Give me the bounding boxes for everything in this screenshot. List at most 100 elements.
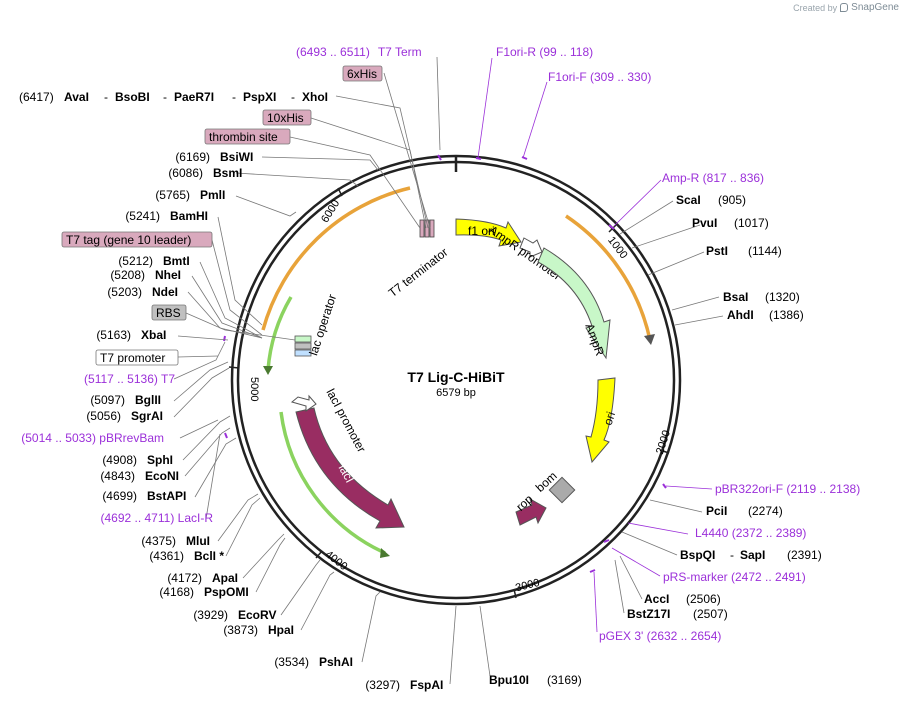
label-pcii[interactable]: PciI(2274): [706, 504, 783, 518]
label-ahdi[interactable]: AhdI (1386): [727, 308, 804, 322]
label-bspqi-pos: (2391): [787, 548, 822, 562]
label-mlui[interactable]: (4375)MluI: [141, 534, 210, 548]
label-t7-term[interactable]: (6493 .. 6511)T7 Term: [296, 45, 422, 59]
label-bglii[interactable]: (5097)BglII: [90, 393, 161, 407]
site-name: XbaI: [141, 328, 166, 342]
label-econi[interactable]: (4843)EcoNI: [100, 469, 179, 483]
label-t7[interactable]: (5117 .. 5136) T7: [84, 372, 175, 386]
label-f1ori-r[interactable]: F1ori-R (99 .. 118): [496, 45, 593, 59]
label-ecorv[interactable]: (3929)EcoRV: [193, 608, 276, 622]
svg-text:-: -: [291, 90, 295, 104]
site-position: (4168): [159, 585, 194, 599]
feature-bom[interactable]: bom: [533, 469, 576, 504]
label-pbrrevbam[interactable]: (5014 .. 5033) pBRrevBam: [21, 431, 164, 445]
label-bamhi[interactable]: (5241)BamHI: [125, 209, 208, 223]
label-pmli[interactable]: (5765)PmlI: [155, 188, 225, 202]
site-name: AhdI: [727, 308, 754, 322]
label-hpai[interactable]: (3873)HpaI: [223, 623, 294, 637]
label-bsiwi[interactable]: (6169)BsiWI: [175, 150, 253, 164]
label-acci[interactable]: AccI (2506): [644, 592, 721, 606]
label-rbs-text: RBS: [156, 306, 181, 320]
label-bmti[interactable]: (5212)BmtI: [118, 254, 189, 268]
label-t7-promoter[interactable]: T7 promoter: [95, 349, 179, 366]
feature-label-t7-terminator: T7 terminator: [386, 245, 451, 300]
label-sgrai[interactable]: (5056)SgrAI: [86, 409, 163, 423]
label-rbs[interactable]: RBS: [151, 304, 187, 321]
label-bsmi[interactable]: (6086)BsmI: [168, 166, 242, 180]
label-bstz17i[interactable]: BstZ17I(2507): [627, 607, 728, 621]
label-thrombin-site[interactable]: thrombin site: [204, 128, 291, 145]
svg-text:-: -: [163, 90, 167, 104]
site-name: PciI: [706, 504, 727, 518]
label-f1ori-f[interactable]: F1ori-F (309 .. 330): [548, 70, 651, 84]
site-position: (5208): [110, 268, 145, 282]
label-pshai[interactable]: (3534)PshAI: [274, 655, 353, 669]
site-name: EcoNI: [145, 469, 179, 483]
label-nhei[interactable]: (5208)NheI: [110, 268, 181, 282]
label-laci-r[interactable]: (4692 .. 4711) LacI-R: [100, 511, 213, 525]
label-bcli-[interactable]: (4361)BclI *: [149, 549, 224, 563]
label-xbai[interactable]: (5163) XbaI: [96, 328, 166, 342]
feature-label-lacI-promoter: lacI promoter: [323, 386, 368, 454]
label-6xhis[interactable]: 6xHis: [342, 65, 383, 82]
site-name: BamHI: [170, 209, 208, 223]
label-sphi[interactable]: (4908)SphI: [102, 453, 173, 467]
label-pbr322ori-f[interactable]: pBR322ori-F (2119 .. 2138): [715, 482, 860, 496]
feature-f1-ori[interactable]: f1 ori: [455, 218, 522, 247]
label-fspai[interactable]: (3297)FspAI: [365, 678, 443, 692]
feature-ori[interactable]: ori: [585, 377, 618, 464]
label-6xhis-text: 6xHis: [347, 67, 377, 81]
label-ava-group[interactable]: (6417) AvaI - BsoBI - PaeR7I - PspXI - X…: [19, 90, 328, 104]
label-amp-r[interactable]: Amp-R (817 .. 836): [662, 171, 764, 185]
site-position: (5212): [118, 254, 153, 268]
site-position: (4361): [149, 549, 184, 563]
label-10xhis[interactable]: 10xHis: [262, 109, 312, 126]
site-position: (3873): [223, 623, 258, 637]
site-name: PspOMI: [204, 585, 249, 599]
label-ava-group-1: BsoBI: [115, 90, 150, 104]
label-ndei[interactable]: (5203)NdeI: [107, 285, 178, 299]
site-position: (3929): [193, 608, 228, 622]
label-pgex-3-[interactable]: pGEX 3' (2632 .. 2654): [599, 629, 721, 643]
label-psti[interactable]: PstI(1144): [706, 244, 782, 258]
label-pspomi[interactable]: (4168) PspOMI: [159, 585, 248, 599]
site-name: ApaI: [212, 571, 238, 585]
label-bspqi-group[interactable]: BspQI - SapI (2391): [680, 548, 822, 562]
feature-t7-terminator[interactable]: T7 terminator: [386, 219, 451, 300]
primer-label-text: F1ori-R (99 .. 118): [496, 45, 593, 59]
svg-text:-: -: [104, 90, 108, 104]
label-scai[interactable]: ScaI(905): [676, 193, 746, 207]
snapgene-logo-icon: [840, 3, 849, 12]
leader-lines-right: [477, 57, 724, 677]
label-pvui[interactable]: PvuI(1017): [692, 216, 769, 230]
lacI-green-arc-2-head: [380, 548, 390, 558]
site-position: (4172): [167, 571, 202, 585]
site-position: (1386): [769, 308, 804, 322]
label-bsai[interactable]: BsaI(1320): [723, 290, 800, 304]
credit-prefix: Created by: [793, 2, 838, 13]
lacI-green-arc-1: [266, 296, 293, 371]
site-position: (4908): [102, 453, 137, 467]
feature-lac-operator[interactable]: lac operator: [294, 293, 339, 358]
feature-lacI[interactable]: lacI: [295, 407, 405, 529]
site-name: BstAPI: [147, 489, 186, 503]
primer-label-text: pBR322ori-F (2119 .. 2138): [715, 482, 860, 496]
label-t7-term-range: (6493 .. 6511): [296, 45, 370, 59]
site-position: (5163): [96, 328, 131, 342]
label-bstapi[interactable]: (4699)BstAPI: [102, 489, 186, 503]
site-name: PshAI: [319, 655, 353, 669]
feature-rop[interactable]: rop: [513, 492, 547, 526]
label-t7-tag[interactable]: T7 tag (gene 10 leader): [61, 231, 213, 248]
site-name: AccI: [644, 592, 669, 606]
label-ava-group-3: PspXI: [243, 90, 276, 104]
feature-ampr[interactable]: AmpR: [537, 247, 611, 360]
primer-label-text: L4440 (2372 .. 2389): [695, 526, 806, 540]
site-position: (2506): [686, 592, 721, 606]
label-ava-group-4: XhoI: [302, 90, 328, 104]
label-apai[interactable]: (4172) ApaI: [167, 571, 238, 585]
site-position: (5765): [155, 188, 190, 202]
label-l4440[interactable]: L4440 (2372 .. 2389): [695, 526, 806, 540]
site-name: MluI: [186, 534, 210, 548]
label-bpu10i[interactable]: Bpu10I(3169): [489, 673, 582, 687]
label-prs-marker[interactable]: pRS-marker (2472 .. 2491): [663, 570, 806, 584]
